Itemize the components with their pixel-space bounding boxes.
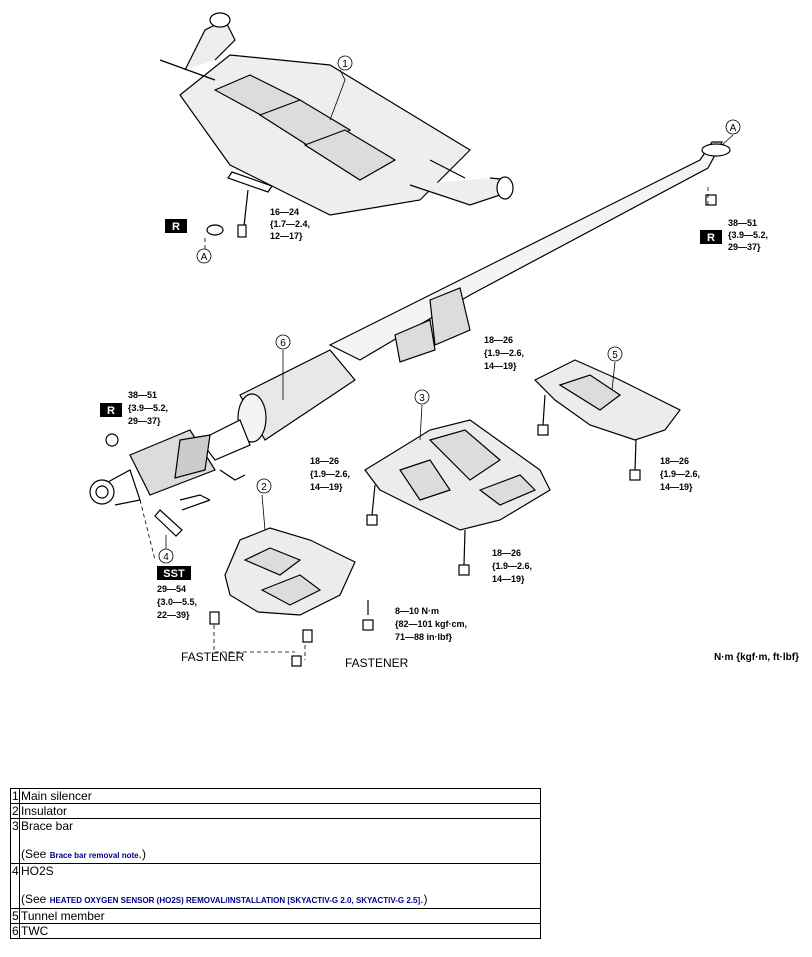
table-row: 6 TWC [10, 923, 541, 939]
part-cell: HO2S (See HEATED OXYGEN SENSOR (HO2S) RE… [19, 863, 541, 909]
torque-t4-l3: 14—19} [484, 361, 517, 371]
torque-t7-l3: 14—19} [492, 574, 525, 584]
torque-t6-l2: {1.9—2.6, [310, 469, 350, 479]
fastener-label-2: FASTENER [345, 656, 409, 670]
hanger [206, 171, 273, 238]
sst-badge [157, 566, 191, 580]
torque-t9-l1: 8—10 N·m [395, 606, 439, 616]
torque-t4-l2: {1.9—2.6, [484, 348, 524, 358]
torque-t7-l2: {1.9—2.6, [492, 561, 532, 571]
callout-1: 1 [342, 59, 348, 70]
torque-t9-l3: 71—88 in·lbf} [395, 632, 453, 642]
callout-circles [158, 55, 741, 564]
part-number: 3 [10, 818, 20, 864]
see-suffix: .) [420, 892, 428, 906]
see-prefix: (See [21, 847, 50, 861]
part-number: 6 [10, 923, 20, 939]
callout-a-left: A [201, 252, 208, 263]
torque-t3-l1: 38—51 [128, 390, 157, 400]
see-prefix: (See [21, 892, 50, 906]
torque-t1-l1: 16—24 [270, 207, 299, 217]
callout-6: 6 [280, 338, 286, 349]
table-row: 1 Main silencer [10, 788, 541, 804]
callout-5: 5 [612, 350, 618, 361]
brace-bar [364, 419, 551, 531]
r-badge-3-label: R [107, 405, 115, 417]
torque-t5-l2: {1.9—2.6, [660, 469, 700, 479]
part-number: 5 [10, 908, 20, 924]
torque-t8-l1: 29—54 [157, 584, 186, 594]
main-silencer [159, 12, 514, 216]
exhaust-system-diagram: 1 2 3 4 5 6 A A R R R SST 16—24 {1.7—2.4… [89, 12, 768, 670]
part-name: HO2S [21, 864, 54, 878]
brace-bar-note-link[interactable]: Brace bar removal note [49, 851, 139, 860]
table-row: 3 Brace bar (See Brace bar removal note.… [10, 818, 541, 864]
fastener-label-1: FASTENER [181, 650, 245, 664]
callout-4: 4 [163, 552, 169, 563]
ho2s-procedure-link[interactable]: HEATED OXYGEN SENSOR (HO2S) REMOVAL/INST… [49, 896, 421, 905]
torque-t3-l2: {3.9—5.2, [128, 403, 168, 413]
tunnel-member [533, 359, 681, 441]
r-badge-3 [100, 403, 122, 417]
ho2s [154, 499, 211, 537]
part-number: 1 [10, 788, 20, 804]
see-note: (See Brace bar removal note.) [21, 847, 539, 863]
torque-t2-l1: 38—51 [728, 218, 757, 228]
part-cell: Brace bar (See Brace bar removal note.) [19, 818, 541, 864]
torque-t4-l1: 18—26 [484, 335, 513, 345]
table-row: 2 Insulator [10, 803, 541, 819]
r-badge-1-label: R [172, 221, 180, 233]
torque-t5-l3: 14—19} [660, 482, 693, 492]
torque-units: N·m {kgf·m, ft·lbf} [714, 652, 799, 663]
insulator [224, 527, 356, 616]
torque-t1-l2: {1.7—2.4, [270, 219, 310, 229]
part-number: 4 [10, 863, 20, 909]
part-name: Insulator [19, 803, 541, 819]
see-suffix: .) [138, 847, 146, 861]
torque-t1-l3: 12—17} [270, 231, 303, 241]
torque-t2-l3: 29—37} [728, 242, 761, 252]
r-badge-2 [700, 230, 722, 244]
r-badge-2-label: R [707, 232, 715, 244]
exhaust-pipe [328, 141, 731, 363]
torque-t9-l2: {82—101 kgf·cm, [395, 619, 467, 629]
twc [89, 349, 356, 506]
bolts [209, 394, 641, 667]
callout-a-right: A [730, 123, 737, 134]
callout-2: 2 [261, 482, 267, 493]
torque-t3-l3: 29—37} [128, 416, 161, 426]
part-name: Tunnel member [19, 908, 541, 924]
part-name: TWC [19, 923, 541, 939]
see-note: (See HEATED OXYGEN SENSOR (HO2S) REMOVAL… [21, 892, 539, 908]
sst-badge-label: SST [163, 568, 185, 580]
table-row: 5 Tunnel member [10, 908, 541, 924]
part-name: Brace bar [21, 819, 74, 833]
torque-t8-l2: {3.0—5.5, [157, 597, 197, 607]
parts-table: 1 Main silencer 2 Insulator 3 Brace bar … [10, 788, 541, 939]
part-number: 2 [10, 803, 20, 819]
badges: R R R SST [100, 219, 722, 580]
r-badge-1 [165, 219, 187, 233]
torque-t7-l1: 18—26 [492, 548, 521, 558]
part-name: Main silencer [19, 788, 541, 804]
torque-t6-l1: 18—26 [310, 456, 339, 466]
torque-t2-l2: {3.9—5.2, [728, 230, 768, 240]
table-row: 4 HO2S (See HEATED OXYGEN SENSOR (HO2S) … [10, 863, 541, 909]
leader-lines [139, 185, 709, 660]
torque-t8-l3: 22—39} [157, 610, 190, 620]
torque-t6-l3: 14—19} [310, 482, 343, 492]
torque-t5-l1: 18—26 [660, 456, 689, 466]
callout-3: 3 [419, 393, 425, 404]
